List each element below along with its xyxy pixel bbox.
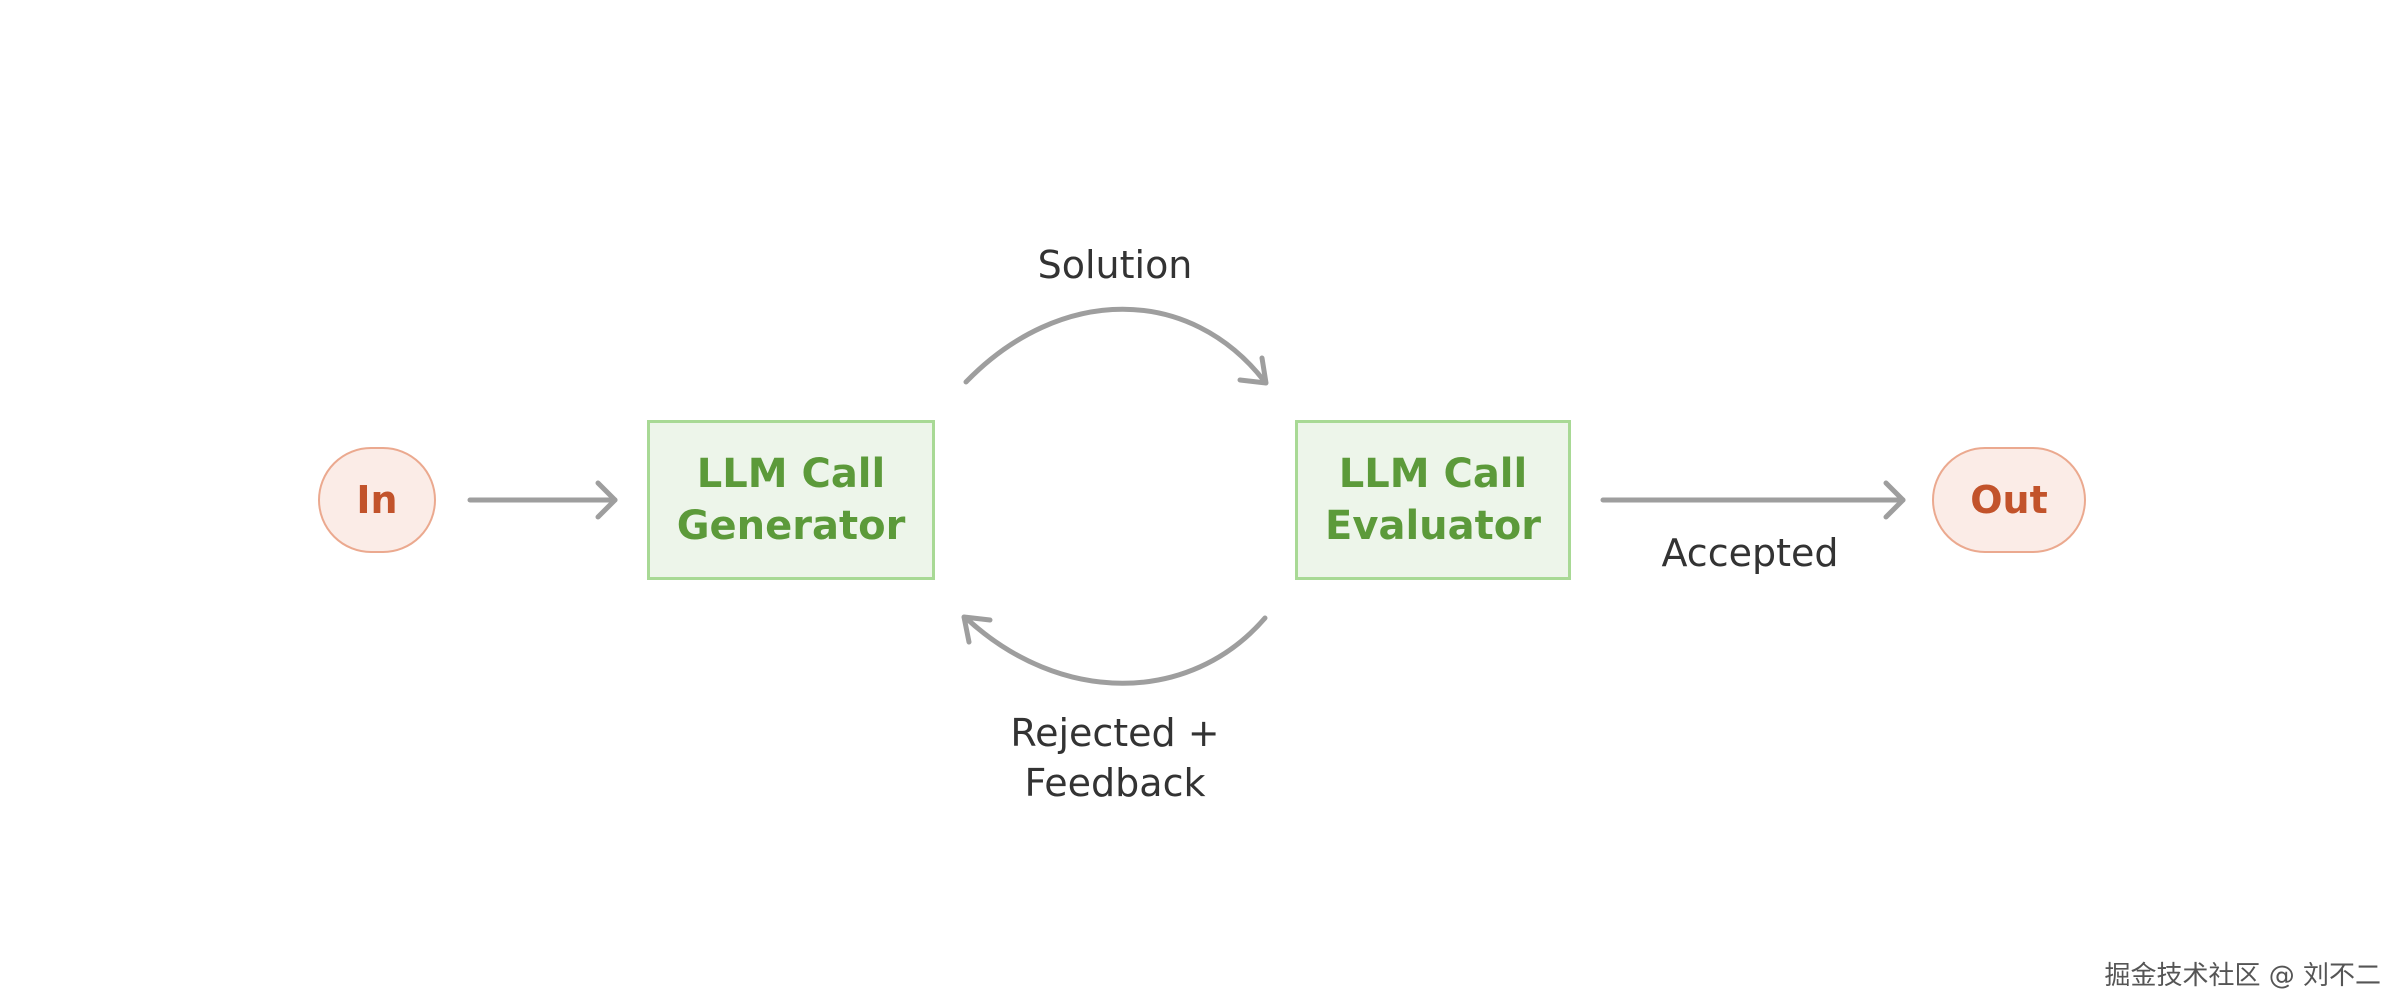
output-node: Out <box>1932 447 2086 553</box>
arrow-in-to-generator <box>467 480 618 520</box>
arrow-feedback <box>961 614 1268 686</box>
feedback-label-line2: Feedback <box>1024 761 1206 805</box>
solution-label: Solution <box>1037 243 1193 287</box>
feedback-label-line1: Rejected + <box>1010 711 1220 755</box>
generator-node: LLM Call Generator <box>647 420 935 580</box>
feedback-label: Rejected + Feedback <box>965 708 1265 808</box>
input-node-label: In <box>356 478 398 522</box>
arrow-solution <box>963 306 1269 386</box>
accepted-label: Accepted <box>1661 531 1839 575</box>
watermark: 掘金技术社区 @ 刘不二 <box>2104 961 2381 991</box>
output-node-label: Out <box>1970 478 2048 522</box>
evaluator-node: LLM Call Evaluator <box>1295 420 1571 580</box>
evaluator-node-line1: LLM Call <box>1338 451 1528 497</box>
generator-node-line2: Generator <box>676 503 906 549</box>
input-node: In <box>318 447 436 553</box>
evaluator-node-line2: Evaluator <box>1325 503 1541 549</box>
generator-node-line1: LLM Call <box>696 451 886 497</box>
arrow-accepted <box>1600 480 1906 520</box>
